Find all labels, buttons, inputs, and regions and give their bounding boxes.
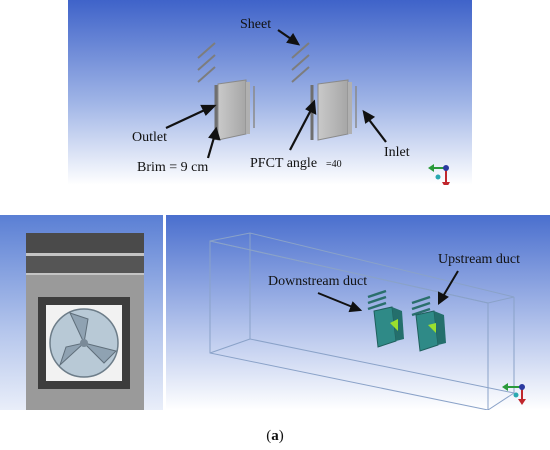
- top-brim-band: [26, 233, 144, 253]
- upstream-duct-label: Upstream duct: [438, 252, 521, 267]
- downstream-duct-label: Downstream duct: [268, 274, 368, 289]
- downstream-duct-model: [367, 289, 404, 348]
- top-panel: Sheet Outlet Brim = 9 cm PFCT angle =40 …: [68, 0, 472, 185]
- front-view-scene: [0, 215, 163, 410]
- right-duct-body: [317, 79, 349, 141]
- figure-caption: (a): [0, 428, 550, 445]
- pfct-angle-value: =40: [326, 159, 342, 170]
- brim-label: Brim = 9 cm: [137, 160, 209, 175]
- pfct-angle-label: PFCT angle: [250, 156, 318, 171]
- computational-domain: [209, 232, 515, 410]
- top-arrows: [165, 29, 387, 159]
- caption-close-paren: ): [278, 428, 284, 444]
- left-duct-body: [217, 79, 247, 141]
- top-axis-triad: [428, 164, 450, 185]
- fan-blades: [58, 312, 117, 367]
- left-sheets: [197, 42, 216, 83]
- top-background: [68, 0, 472, 185]
- bottom-left-panel: [0, 215, 163, 410]
- domain-arrows: [317, 270, 459, 313]
- top-panel-scene: [68, 0, 472, 185]
- right-sheets: [291, 42, 310, 83]
- sheet-label: Sheet: [240, 17, 272, 32]
- upstream-duct-model: [411, 295, 446, 352]
- outlet-label: Outlet: [132, 130, 167, 145]
- caption-letter: a: [271, 428, 279, 444]
- bottom-axis-triad: [502, 383, 526, 405]
- right-duct-face: [348, 82, 352, 134]
- bottom-right-panel: Downstream duct Upstream duct: [166, 215, 550, 410]
- left-duct-face: [246, 82, 250, 134]
- inlet-label: Inlet: [384, 145, 410, 160]
- domain-scene: [166, 215, 550, 410]
- caption-open-paren: (: [266, 428, 272, 444]
